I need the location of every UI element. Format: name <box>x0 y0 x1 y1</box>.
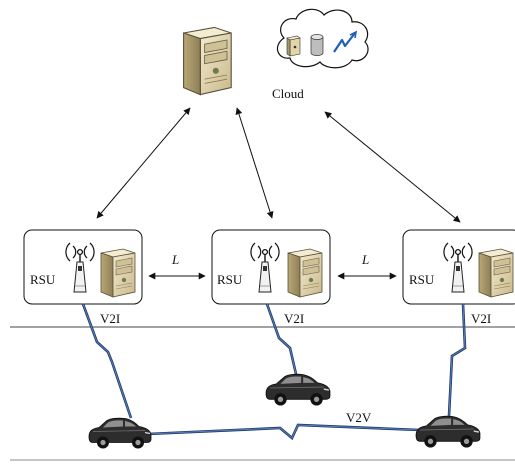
distance-label: L <box>171 252 179 267</box>
v2i-link-highlight <box>448 303 466 417</box>
v2i-label: V2I <box>284 311 304 326</box>
link-arrow <box>324 111 461 223</box>
v2v-link-highlight <box>147 424 421 439</box>
rsu-label: RSU <box>409 272 435 287</box>
cloud-label: Cloud <box>272 86 304 101</box>
cloud-server-icon <box>286 35 301 57</box>
v2i-link-highlight <box>82 303 132 419</box>
server-icon <box>478 248 514 298</box>
v2v-label: V2V <box>346 410 372 425</box>
server-icon <box>100 248 136 298</box>
rsu-label: RSU <box>30 272 56 287</box>
car-icon <box>88 417 152 449</box>
v2i-label: V2I <box>471 311 491 326</box>
car-icon <box>265 373 331 406</box>
car-icon <box>415 415 481 448</box>
database-icon <box>310 34 324 56</box>
server-icon <box>182 26 232 96</box>
v2i-link-highlight <box>266 303 297 375</box>
link-arrow <box>96 107 191 219</box>
v2i-label: V2I <box>100 311 120 326</box>
server-icon <box>287 248 323 298</box>
lightning-icon <box>333 30 358 53</box>
distance-label: L <box>361 252 369 267</box>
link-arrow <box>235 107 274 219</box>
rsu-label: RSU <box>217 272 243 287</box>
